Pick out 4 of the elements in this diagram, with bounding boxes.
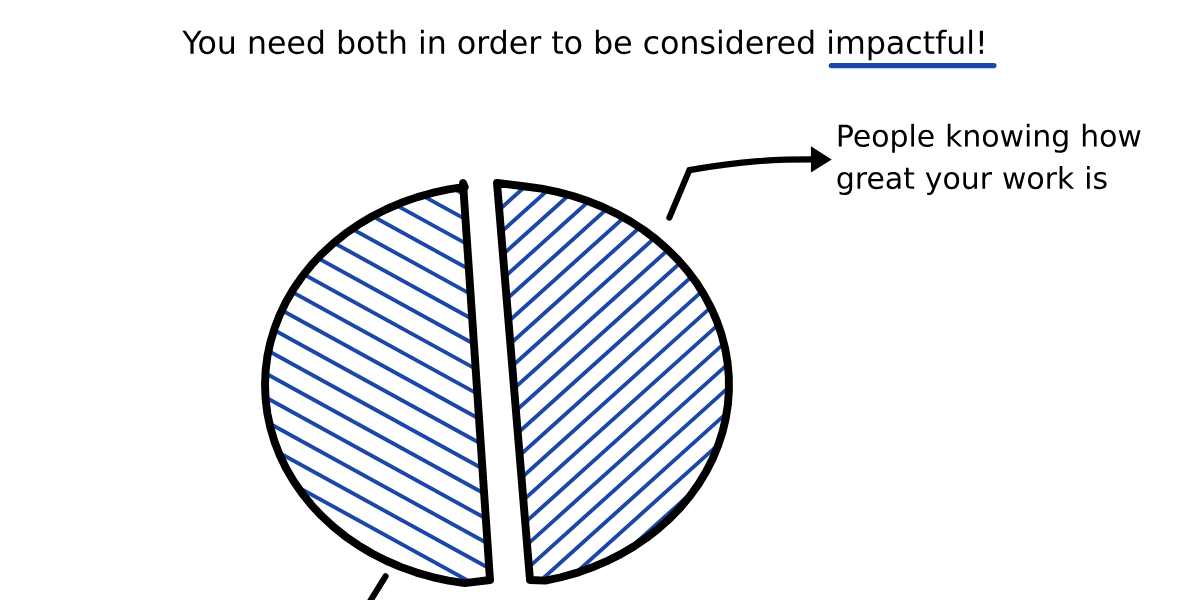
text-label: People knowing how great your work is (837, 123, 1141, 195)
half-circle (261, 179, 494, 587)
half-circle (493, 179, 733, 585)
title: You need both in order to be considered impactful! (182, 29, 983, 61)
